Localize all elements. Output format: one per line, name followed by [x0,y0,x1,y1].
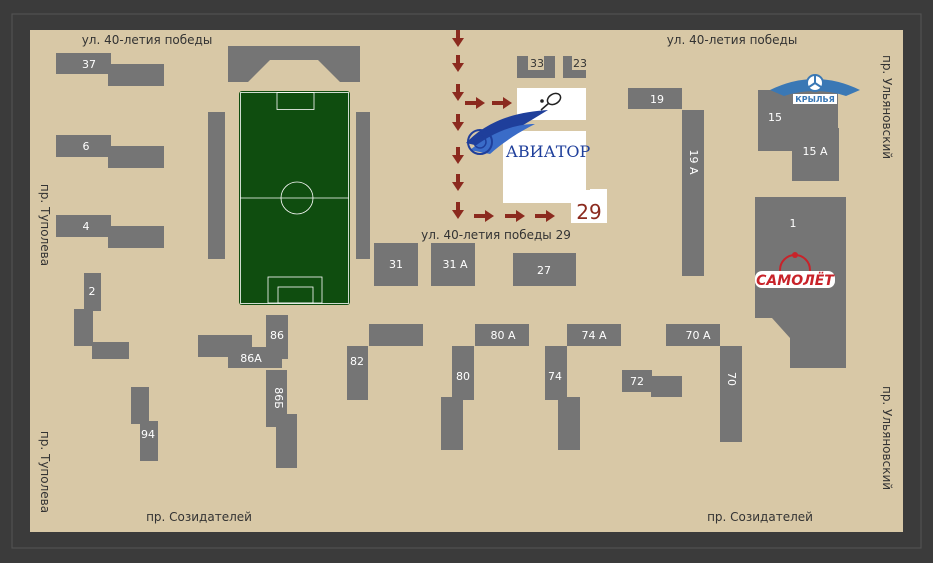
svg-text:94: 94 [141,428,155,441]
samolet-logo: САМОЛЁТ [755,252,835,289]
street-label-ulyanovsky-lower: пр. Ульяновский [880,386,894,490]
arrow-right-icon [474,210,494,222]
svg-text:86Б: 86Б [272,387,285,409]
building-94: 94 [131,387,158,461]
svg-text:САМОЛЁТ: САМОЛЁТ [756,272,835,289]
krylya-logo: КРЫЛЬЯ [770,74,860,104]
building-70a: 70 А [666,324,720,346]
svg-text:КРЫЛЬЯ: КРЫЛЬЯ [795,95,835,104]
svg-text:19 А: 19 А [687,149,700,174]
svg-text:31: 31 [389,258,403,271]
stadium-stand-north [228,46,360,82]
arrow-down-icon [452,202,464,219]
street-label-top-right: ул. 40-летия победы [667,33,798,47]
building-33: 33 [517,56,555,78]
building-86b: 86Б [266,370,297,468]
aviator-logo: АВИАТОР [466,110,590,161]
target-number-box [571,189,607,223]
street-label-tupoleva-lower: пр. Туполева [38,431,52,513]
svg-text:1: 1 [790,217,797,230]
building-37: 37 [56,53,164,86]
building-23: 23 [563,56,587,78]
arrow-down-icon [452,174,464,191]
arrow-down-icon [452,55,464,72]
svg-text:72: 72 [630,375,644,388]
svg-text:86А: 86А [240,352,262,365]
building-72: 72 [622,370,682,397]
arrow-right-icon [465,97,485,109]
target-building-number: 29 [576,200,601,224]
arrow-down-icon [452,114,464,131]
badminton-racket-icon [540,92,562,111]
building-82: 82 [347,324,423,400]
arrow-right-icon [505,210,525,222]
building-27: 27 [513,253,576,286]
svg-text:74: 74 [548,370,562,383]
svg-text:80: 80 [456,370,470,383]
building-74: 74 [545,346,580,450]
street-label-bottom-left: пр. Созидателей [146,510,252,524]
building-86a: 86А [198,335,282,368]
svg-text:27: 27 [537,264,551,277]
stadium [208,46,370,305]
arrow-right-icon [492,97,512,109]
target-address-label: ул. 40-летия победы 29 [421,228,571,242]
svg-text:82: 82 [350,355,364,368]
svg-text:70 А: 70 А [685,329,710,342]
svg-text:15: 15 [768,111,782,124]
building-31a: 31 А [431,243,475,286]
svg-text:86: 86 [270,329,284,342]
street-label-ulyanovsky-upper: пр. Ульяновский [880,55,894,159]
svg-text:33: 33 [530,57,544,70]
arrow-down-icon [452,147,464,164]
arrow-down-icon [452,30,464,47]
arrow-down-icon [452,84,464,101]
building-31: 31 [374,243,418,286]
building-80a: 80 А [475,324,529,346]
stadium-stand-west [208,112,225,259]
building-6: 6 [56,135,164,168]
building-80: 80 [441,346,474,450]
svg-text:15 А: 15 А [802,145,827,158]
street-label-top-left: ул. 40-летия победы [82,33,213,47]
building-19: 19 [628,88,682,109]
svg-text:70: 70 [725,372,738,386]
svg-text:6: 6 [83,140,90,153]
building-2: 2 [74,273,129,359]
svg-text:74 А: 74 А [581,329,606,342]
svg-text:31 А: 31 А [442,258,467,271]
svg-text:АВИАТОР: АВИАТОР [506,142,591,161]
svg-text:19: 19 [650,93,664,106]
svg-text:23: 23 [573,57,587,70]
arrow-right-icon [535,210,555,222]
svg-text:37: 37 [82,58,96,71]
building-74a: 74 А [567,324,621,346]
building-4: 4 [56,215,164,248]
svg-text:4: 4 [83,220,90,233]
svg-text:2: 2 [89,285,96,298]
svg-text:80 А: 80 А [490,329,515,342]
aviator-building: 29 [503,88,607,224]
stadium-stand-east [356,112,370,259]
building-19a: 19 А [682,110,704,276]
building-70: 70 [720,346,742,442]
street-label-bottom-right: пр. Созидателей [707,510,813,524]
frame-border [11,13,922,549]
street-label-tupoleva-upper: пр. Туполева [38,184,52,266]
route-arrows [452,30,555,222]
